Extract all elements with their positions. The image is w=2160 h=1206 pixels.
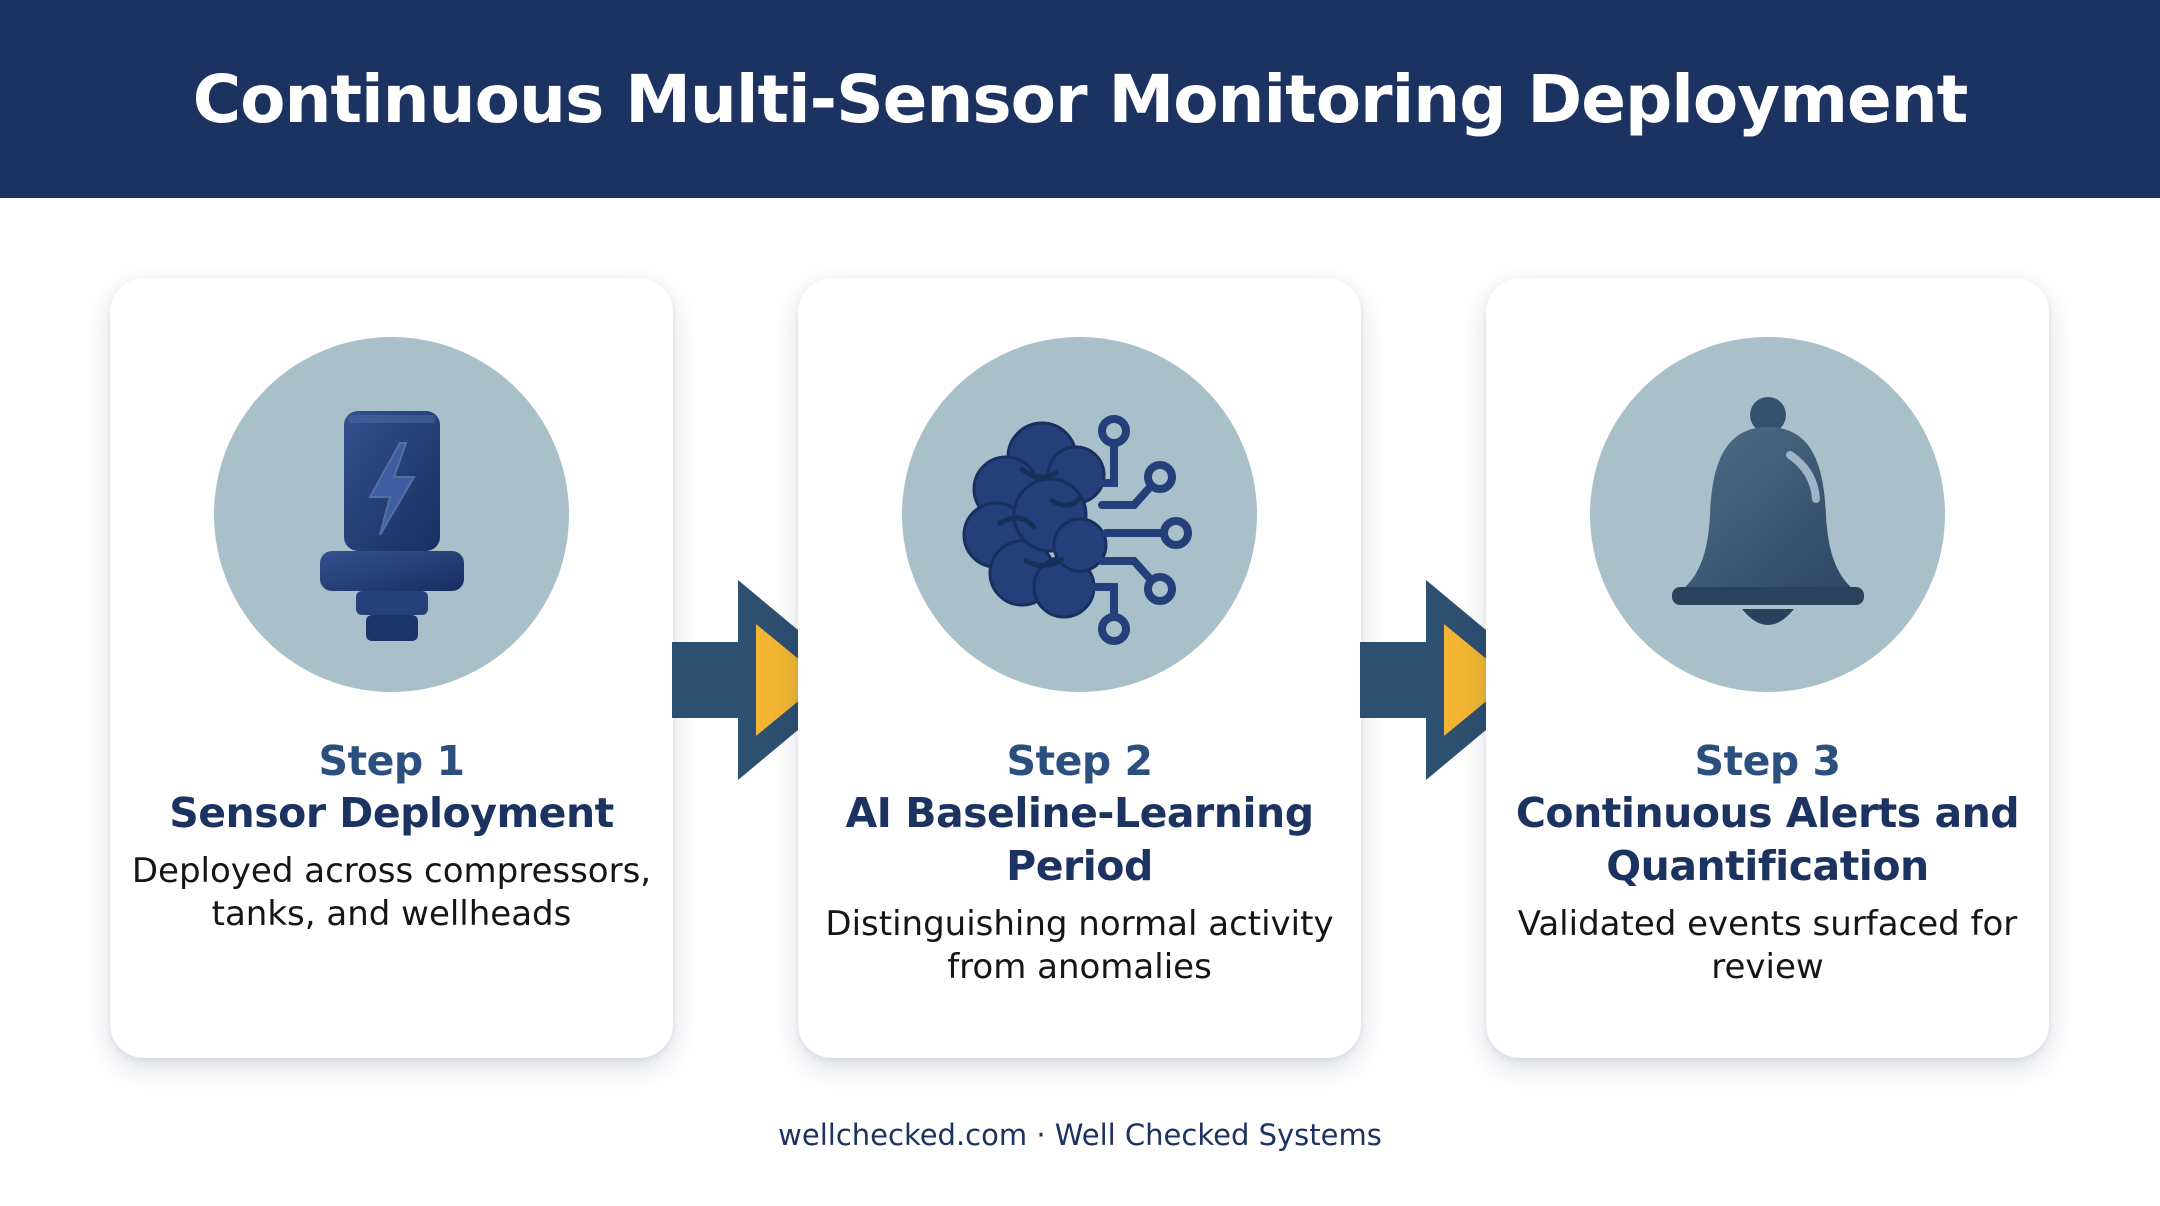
step-title: Sensor Deployment	[169, 789, 614, 837]
step-title: Continuous Alerts and Quantification	[1515, 789, 2020, 890]
step-card-1: Step 1 Sensor Deployment Deployed across…	[110, 278, 673, 1058]
icon-circle	[214, 337, 569, 692]
step-description: Deployed across compressors, tanks, and …	[131, 851, 652, 934]
page-title: Continuous Multi-Sensor Monitoring Deplo…	[192, 60, 1969, 138]
step-text-2: Step 2 AI Baseline-Learning Period Disti…	[818, 735, 1341, 989]
brain-circuit-icon	[962, 414, 1192, 645]
footer-credit: wellchecked.com · Well Checked Systems	[778, 1118, 1382, 1152]
step-text-1: Step 1 Sensor Deployment Deployed across…	[130, 735, 653, 936]
header-banner: Continuous Multi-Sensor Monitoring Deplo…	[0, 0, 2160, 198]
step-label: Step 2	[1006, 737, 1153, 785]
sensor-icon	[319, 410, 464, 641]
icon-circle	[1590, 337, 1945, 692]
bell-icon	[1671, 396, 1864, 625]
step-description: Distinguishing normal activity from anom…	[825, 904, 1334, 987]
step-text-3: Step 3 Continuous Alerts and Quantificat…	[1506, 735, 2029, 989]
icon-circle	[902, 337, 1257, 692]
step-label: Step 1	[318, 737, 465, 785]
step-card-3: Step 3 Continuous Alerts and Quantificat…	[1486, 278, 2049, 1058]
step-label: Step 3	[1694, 737, 1841, 785]
step-title: AI Baseline-Learning Period	[845, 789, 1314, 890]
step-card-2: Step 2 AI Baseline-Learning Period Disti…	[798, 278, 1361, 1058]
step-description: Validated events surfaced for review	[1517, 904, 2018, 987]
